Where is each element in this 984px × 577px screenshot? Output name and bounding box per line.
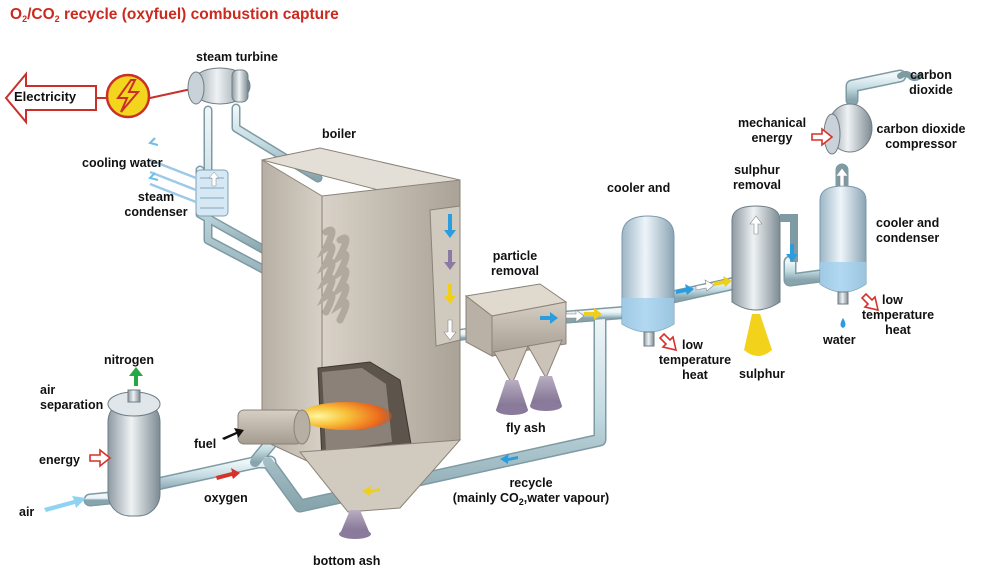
recycle-arrow-yellow-icon — [362, 486, 380, 496]
recycle-label-line: recycle — [509, 476, 553, 490]
mech-energy-label-line: energy — [751, 131, 793, 145]
mid-arrow-blue-icon — [676, 284, 694, 295]
heat-label-line-1: heat — [682, 368, 708, 382]
air-separation-label: air separation — [40, 383, 103, 413]
sulphur-label-line: sulphur — [734, 163, 780, 177]
condenser-label-line-2: condenser — [876, 231, 940, 245]
page-title: O2/CO2 recycle (oxyfuel) combustion capt… — [10, 6, 339, 24]
heat-label-line-2: heat — [885, 323, 911, 337]
sulphur-removal-label-line: removal — [733, 178, 781, 192]
mechanical-label-line: mechanical — [737, 116, 807, 130]
carbon-dioxide-label: carbon dioxide — [896, 68, 966, 98]
particle-removal-label: particle removal — [478, 249, 552, 279]
co2-compressor-line-2: compressor — [885, 137, 957, 151]
mid-arrow-white-icon — [695, 279, 715, 292]
temperature-label-line-1: temperature — [658, 353, 732, 367]
sulphur-down-arrow-icon — [786, 244, 798, 262]
cooler-label-1: cooler and — [607, 181, 671, 195]
air-label-line: air — [40, 383, 56, 397]
lightning-icon — [105, 73, 151, 119]
nitrogen-arrow-icon — [129, 367, 143, 386]
flue-arrow-blue-icon — [540, 312, 558, 324]
sulphur-up-arrow-icon — [749, 215, 763, 235]
duct-arrow-yellow-icon — [444, 284, 456, 304]
sulphur-out-label: sulphur — [739, 367, 785, 381]
condenser-arrow-icon — [208, 171, 220, 187]
temperature-label-line-2: temperature — [861, 308, 935, 322]
co2-compressor-line-1: carbon dioxide — [876, 122, 966, 136]
temperature-heat-label-1: temperature heat — [648, 353, 742, 383]
recycle-label: recycle (mainly CO2,water vapour) — [436, 476, 626, 510]
water-label: water — [823, 333, 856, 347]
condenser-label-line: condenser — [124, 205, 188, 219]
cooler-condenser-1 — [621, 215, 675, 347]
temperature-heat-label-2: temperature heat — [846, 308, 950, 338]
flue-arrow-yellow-icon — [584, 308, 602, 320]
steam-turbine-label: steam turbine — [196, 50, 278, 64]
removal-label-line: removal — [491, 264, 539, 278]
fly-ash-label: fly ash — [506, 421, 546, 435]
mechanical-energy-label: mechanical energy — [730, 116, 814, 146]
oxygen-arrow-icon — [216, 468, 240, 480]
fuel-label: fuel — [194, 437, 217, 451]
burner — [237, 409, 311, 445]
duct-arrow-blue-icon — [444, 214, 456, 238]
energy-label: energy — [39, 453, 80, 467]
low-label-2: low — [882, 293, 903, 307]
heat-out-arrow-2-icon — [860, 292, 880, 312]
air-in-label: air — [19, 505, 35, 519]
oxygen-label: oxygen — [204, 491, 248, 505]
co2-up-arrow-icon — [835, 167, 849, 187]
cooler-condenser-label-2: cooler and condenser — [876, 216, 939, 246]
steam-label-line: steam — [137, 190, 175, 204]
bottom-ash-label: bottom ash — [313, 554, 381, 568]
cooler-label-line-2: cooler and — [876, 216, 940, 230]
electricity-label: Electricity — [14, 89, 77, 104]
electricity-arrow-icon — [4, 71, 97, 125]
co2-compressor-label: carbon dioxide compressor — [866, 122, 976, 152]
heat-out-arrow-1-icon — [658, 332, 678, 352]
air-separation-unit — [107, 389, 161, 517]
steam-condenser — [148, 137, 229, 217]
dioxide-label-line: dioxide — [909, 83, 953, 97]
energy-in-arrow-icon — [89, 448, 112, 468]
particle-label-line: particle — [492, 249, 538, 263]
steam-turbine — [187, 67, 251, 105]
low-label-1: low — [682, 338, 703, 352]
steam-condenser-label: steam condenser — [116, 190, 196, 220]
recycle-arrow-blue-icon — [500, 454, 518, 464]
cooler-condenser-2 — [819, 185, 867, 328]
flow-arrows — [44, 127, 880, 512]
flue-arrow-white-icon — [565, 309, 585, 323]
nitrogen-label: nitrogen — [104, 353, 154, 367]
fuel-arrow-icon — [222, 428, 244, 440]
bottom-ash-pile — [339, 510, 371, 539]
duct-arrow-purple-icon — [444, 250, 456, 270]
co2-compressor — [823, 103, 873, 155]
air-in-arrow-icon — [44, 496, 86, 512]
boiler-label: boiler — [322, 127, 357, 141]
separation-label-line: separation — [40, 398, 104, 412]
sulphur-removal-label: sulphur removal — [720, 163, 794, 193]
duct-arrow-white-icon — [443, 319, 457, 341]
boiler — [261, 147, 462, 513]
carbon-label-line: carbon — [910, 68, 952, 82]
recycle-detail-line: (mainly CO2,water vapour) — [452, 491, 610, 507]
sulphur-removal — [731, 205, 798, 356]
mid-arrow-yellow-icon — [714, 276, 732, 287]
cooling-water-label: cooling water — [82, 156, 163, 170]
mech-energy-arrow-icon — [811, 127, 834, 147]
particle-removal — [464, 283, 568, 415]
